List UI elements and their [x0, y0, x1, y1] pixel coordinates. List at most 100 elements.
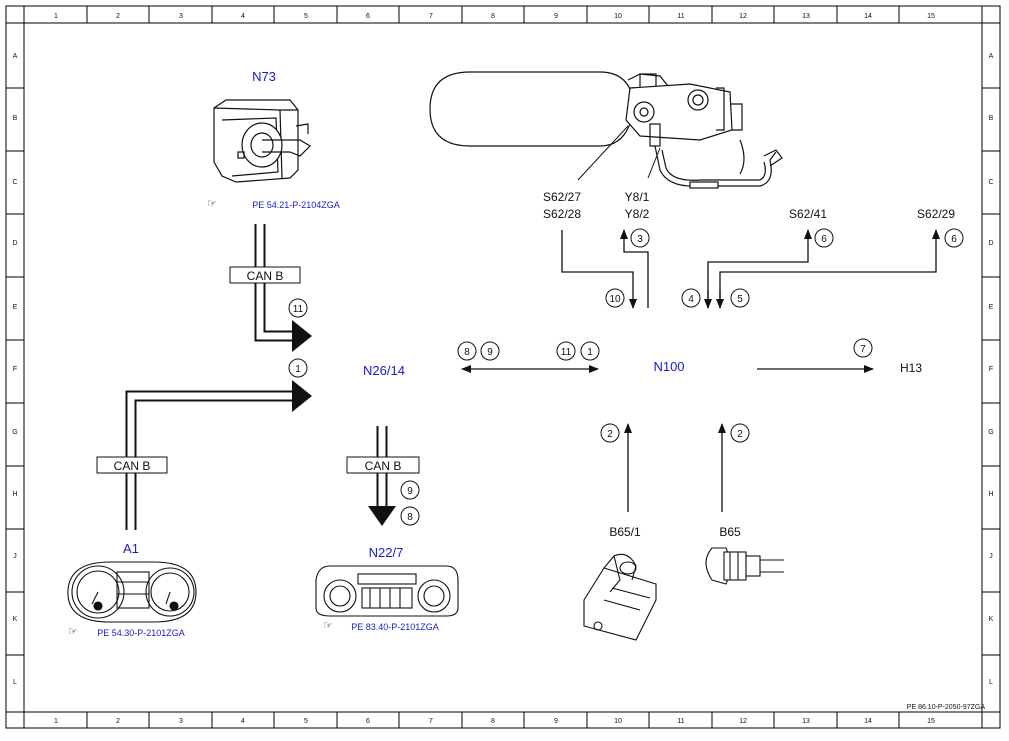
col-label: 13: [802, 718, 810, 725]
pressure-tank-illustration: [429, 71, 783, 189]
marker-number: 8: [407, 512, 413, 523]
marker-number: 3: [637, 234, 643, 245]
row-label: C: [988, 179, 993, 186]
drawing-frame: [5, 5, 1001, 729]
marker-circle: [600, 423, 620, 443]
col-label: 10: [614, 13, 622, 20]
row-label: E: [13, 304, 18, 311]
temperature-sensor-illustration: [705, 547, 784, 585]
component-s62-28-label: S62/28: [543, 207, 581, 221]
col-label: 13: [802, 13, 810, 20]
col-label: 11: [677, 718, 684, 725]
pointing-hand-icon: ☞: [68, 626, 78, 638]
marker-circle: [400, 480, 420, 500]
component-y8-2-label: Y8/2: [625, 207, 650, 221]
row-label: E: [989, 304, 994, 311]
row-label: F: [13, 366, 17, 373]
column-labels-bottom: 1 2 3 4 5 6 7 8 9 10 11 12 13 14 15: [54, 718, 935, 725]
col-label: 4: [241, 13, 245, 20]
can-bus-n73-line: [254, 224, 312, 352]
marker-number: 11: [561, 347, 572, 358]
col-label: 5: [304, 13, 308, 20]
can-bus-a1-line: [125, 380, 312, 530]
can-b-label: CAN B: [114, 459, 151, 473]
leader-line-s62: [577, 125, 629, 181]
component-n73-label: N73: [252, 69, 276, 84]
n22-7-reference: PE 83.40-P-2101ZGA: [351, 622, 439, 632]
can-b-label: CAN B: [365, 459, 402, 473]
col-label: 7: [429, 13, 433, 20]
marker-circle: [630, 228, 650, 248]
component-s62-27-label: S62/27: [543, 190, 581, 204]
marker-circle: [457, 341, 477, 361]
marker-number: 2: [737, 429, 743, 440]
marker-circle: [288, 298, 308, 318]
component-s62-41-label: S62/41: [789, 207, 827, 221]
marker-circle: [681, 288, 701, 308]
col-label: 10: [614, 718, 622, 725]
marker-circle: [605, 288, 625, 308]
marker-number: 1: [587, 347, 593, 358]
marker-number: 6: [821, 234, 827, 245]
row-label: D: [12, 240, 17, 247]
leader-line-y8: [647, 147, 661, 179]
col-label: 14: [864, 718, 872, 725]
col-label: 15: [927, 718, 935, 725]
signal-lines: [461, 229, 940, 512]
row-label: H: [988, 491, 993, 498]
row-label: K: [989, 616, 994, 623]
row-label: B: [989, 115, 994, 122]
marker-number: 5: [737, 294, 743, 305]
row-label: J: [13, 553, 17, 560]
col-label: 9: [554, 13, 558, 20]
col-label: 6: [366, 718, 370, 725]
marker-circle: [814, 228, 834, 248]
col-label: 7: [429, 718, 433, 725]
can-b-box-a1: [96, 456, 168, 474]
can-bus-n22-line: [368, 426, 396, 526]
col-label: 5: [304, 718, 308, 725]
marker-circle: [730, 288, 750, 308]
document-reference: PE 86.10-P-2050-97ZGA: [907, 704, 986, 711]
row-label: K: [13, 616, 18, 623]
col-label: 6: [366, 13, 370, 20]
col-label: 8: [491, 13, 495, 20]
col-label: 14: [864, 13, 872, 20]
component-h13-label: H13: [900, 361, 922, 375]
n73-reference: PE 54.21-P-2104ZGA: [252, 200, 340, 210]
component-n100-label: N100: [653, 359, 684, 374]
col-label: 2: [116, 718, 120, 725]
marker-circle: [853, 338, 873, 358]
component-b65-label: B65: [719, 525, 741, 539]
marker-number: 11: [293, 304, 304, 315]
signal-line-s62-41: [707, 229, 812, 308]
row-label: G: [12, 429, 17, 436]
component-b65-1-label: B65/1: [609, 525, 641, 539]
instrument-cluster-illustration: [67, 561, 197, 623]
component-y8-1-label: Y8/1: [625, 190, 650, 204]
marker-number: 2: [607, 429, 613, 440]
row-label: J: [989, 553, 993, 560]
col-label: 1: [54, 718, 58, 725]
marker-number: 1: [295, 364, 301, 375]
col-label: 11: [677, 13, 684, 20]
marker-number: 9: [407, 486, 413, 497]
col-label: 12: [739, 718, 747, 725]
marker-circle: [400, 506, 420, 526]
col-label: 2: [116, 13, 120, 20]
can-b-label: CAN B: [247, 269, 284, 283]
marker-circle: [580, 341, 600, 361]
col-label: 8: [491, 718, 495, 725]
row-label: L: [989, 679, 993, 686]
marker-circle: [730, 423, 750, 443]
col-label: 9: [554, 718, 558, 725]
marker-number: 10: [609, 294, 621, 305]
row-label: F: [989, 366, 993, 373]
component-a1-label: A1: [123, 541, 139, 556]
row-label: A: [13, 53, 18, 60]
col-label: 1: [54, 13, 58, 20]
col-label: 3: [179, 718, 183, 725]
component-n26-14-label: N26/14: [363, 363, 405, 378]
row-labels: A B C D E F G H J K L A B C D E F G H J …: [12, 53, 993, 686]
marker-number: 4: [688, 294, 694, 305]
